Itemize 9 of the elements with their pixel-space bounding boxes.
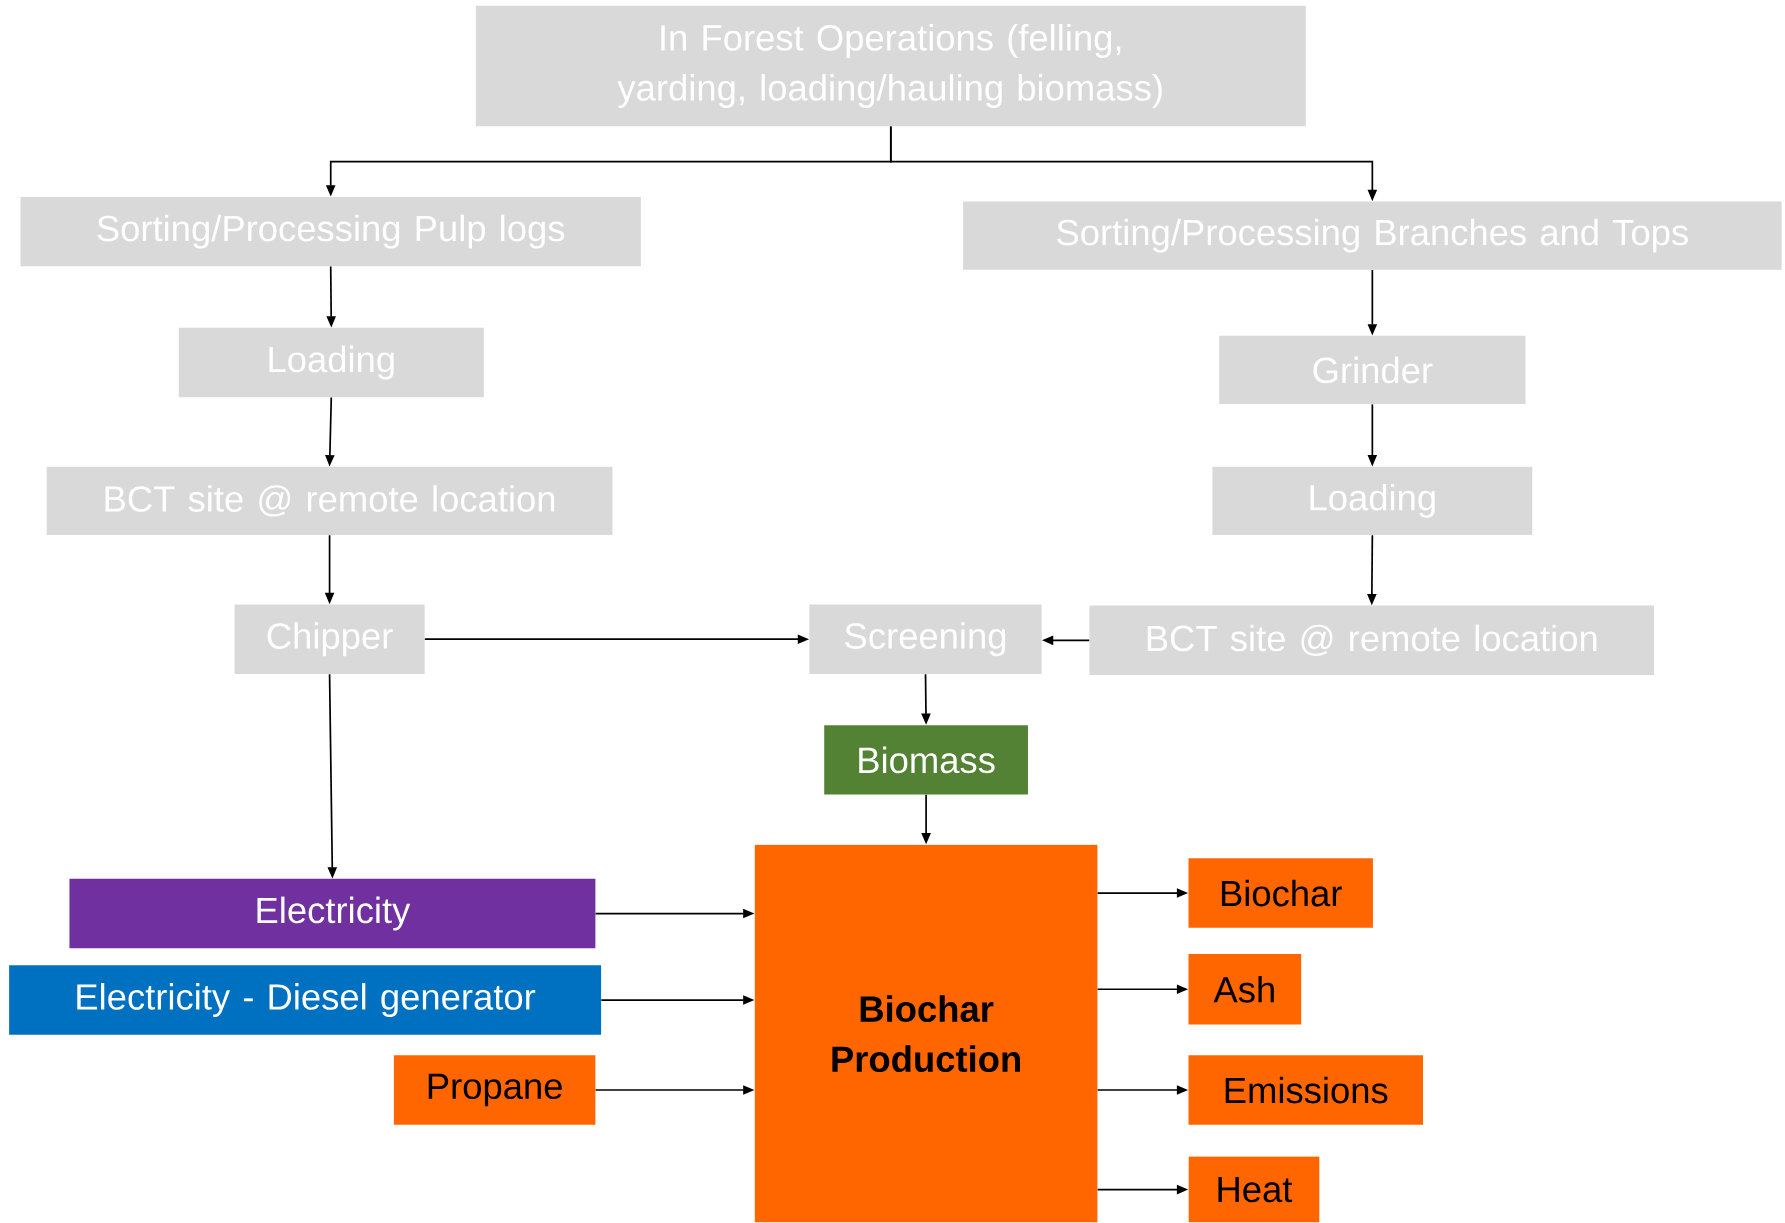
output-box: Emissions [1188,1055,1423,1125]
output-box: Ash [1188,954,1302,1025]
output-box: Biochar [1188,858,1373,928]
input-box: Biomass [824,725,1028,795]
production-box: Biochar Production [754,844,1098,1223]
output-box: Heat [1188,1156,1320,1223]
input-box: Electricity - Diesel generator [9,965,602,1035]
input-box: Propane [393,1055,596,1125]
input-box: Electricity [69,879,596,949]
